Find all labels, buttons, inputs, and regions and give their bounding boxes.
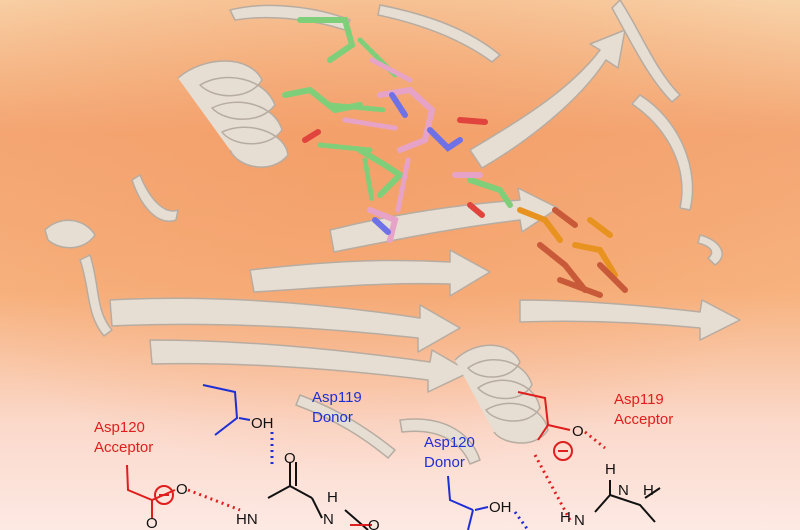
loop-right xyxy=(611,0,681,103)
asp120-donor-group xyxy=(447,475,530,530)
negative-charge-icon-right xyxy=(553,441,573,461)
carbonyl-o-1: O xyxy=(176,481,188,498)
asp119-donor-chain xyxy=(202,384,239,436)
ring-right-bond xyxy=(311,497,323,519)
asp120-acceptor-group xyxy=(126,464,241,518)
loop-left-3 xyxy=(131,174,179,222)
loop-left-2 xyxy=(79,254,113,337)
asp119-acceptor-co xyxy=(547,424,571,431)
guanidinium-group xyxy=(594,480,661,523)
label-asp119-acceptor-name: Asp119 xyxy=(614,391,664,408)
ligand-pink-carbons xyxy=(367,86,483,243)
protein-ribbon xyxy=(44,0,741,465)
asp120-donor-oh-bond xyxy=(474,506,489,511)
amine-n: N xyxy=(618,482,629,499)
asp119-acceptor-hbond-2 xyxy=(533,454,572,521)
beta-strand-3 xyxy=(249,249,491,297)
hbonds-pink xyxy=(342,57,413,213)
label-asp120-donor-role: Donor xyxy=(424,454,465,471)
guanidinium-bond-3 xyxy=(644,487,661,499)
amide-hn: HN xyxy=(236,511,258,528)
beta-strand-5 xyxy=(469,29,626,169)
phosphate-oxygens xyxy=(537,207,628,298)
loop-top-right xyxy=(377,4,501,63)
amine-h: H xyxy=(605,461,616,478)
ligand-nitrogens xyxy=(372,92,463,235)
phosphate-sticks xyxy=(517,207,618,278)
carbonyl-o-2: O xyxy=(146,515,158,530)
ligand-oxygens xyxy=(302,117,488,218)
asp119-acceptor-hbond-1 xyxy=(584,430,606,450)
label-asp119-donor-role: Donor xyxy=(312,409,353,426)
label-asp120-donor-name: Asp120 xyxy=(424,434,475,451)
label-asp120-acceptor-name: Asp120 xyxy=(94,419,145,436)
label-asp120-donor: Asp120 Donor xyxy=(424,434,475,471)
guanidine-h: H xyxy=(560,509,571,526)
ring-o-red: O xyxy=(368,517,380,530)
ligand-green-carbons xyxy=(282,17,513,208)
hydroxyl-oh-left: OH xyxy=(251,415,274,432)
ring-carbonyl-o: O xyxy=(284,450,296,467)
ring-n: N xyxy=(323,511,334,528)
ligand-sticks xyxy=(282,17,628,298)
label-asp119-donor-name: Asp119 xyxy=(312,389,362,406)
asp119-donor-group xyxy=(202,384,274,468)
asp119-acceptor-chain xyxy=(517,391,550,441)
ring-h: H xyxy=(327,489,338,506)
beta-strand-6 xyxy=(519,299,741,341)
acceptor-o-1: O xyxy=(572,423,584,440)
label-asp120-acceptor-role: Acceptor xyxy=(94,439,153,456)
loop-left xyxy=(44,219,96,249)
asp120-donor-hbond xyxy=(513,511,530,530)
ring-ext-bond xyxy=(344,509,369,530)
label-asp119-acceptor-role: Acceptor xyxy=(614,411,673,428)
chemistry-overlay: OH O O O HN N H O xyxy=(94,384,673,530)
beta-strand-1 xyxy=(109,297,461,353)
helix-top-left xyxy=(177,60,289,168)
guanidinium-bond-2 xyxy=(609,494,656,523)
asp119-donor-bond xyxy=(238,417,251,421)
negative-charge-icon-left xyxy=(154,485,174,505)
asp120-donor-co xyxy=(467,509,474,530)
loop-bottom xyxy=(399,418,481,465)
loop-right-2 xyxy=(631,94,694,211)
hydroxyl-oh-right: OH xyxy=(489,499,512,516)
asp120-donor-chain xyxy=(447,475,474,511)
nucleobase-ring xyxy=(267,462,372,530)
beta-strand-2 xyxy=(149,339,471,393)
amine-h2: H xyxy=(643,482,654,499)
label-asp119-donor: Asp119 Donor xyxy=(312,389,362,426)
helix-bottom xyxy=(454,344,549,444)
guanidine-n: N xyxy=(574,512,585,529)
label-asp120-acceptor: Asp120 Acceptor xyxy=(94,419,153,456)
loop-bottom-2 xyxy=(295,394,396,459)
loop-right-3 xyxy=(697,234,723,266)
asp119-acceptor-group xyxy=(517,391,606,521)
label-asp119-acceptor: Asp119 Acceptor xyxy=(614,391,673,428)
